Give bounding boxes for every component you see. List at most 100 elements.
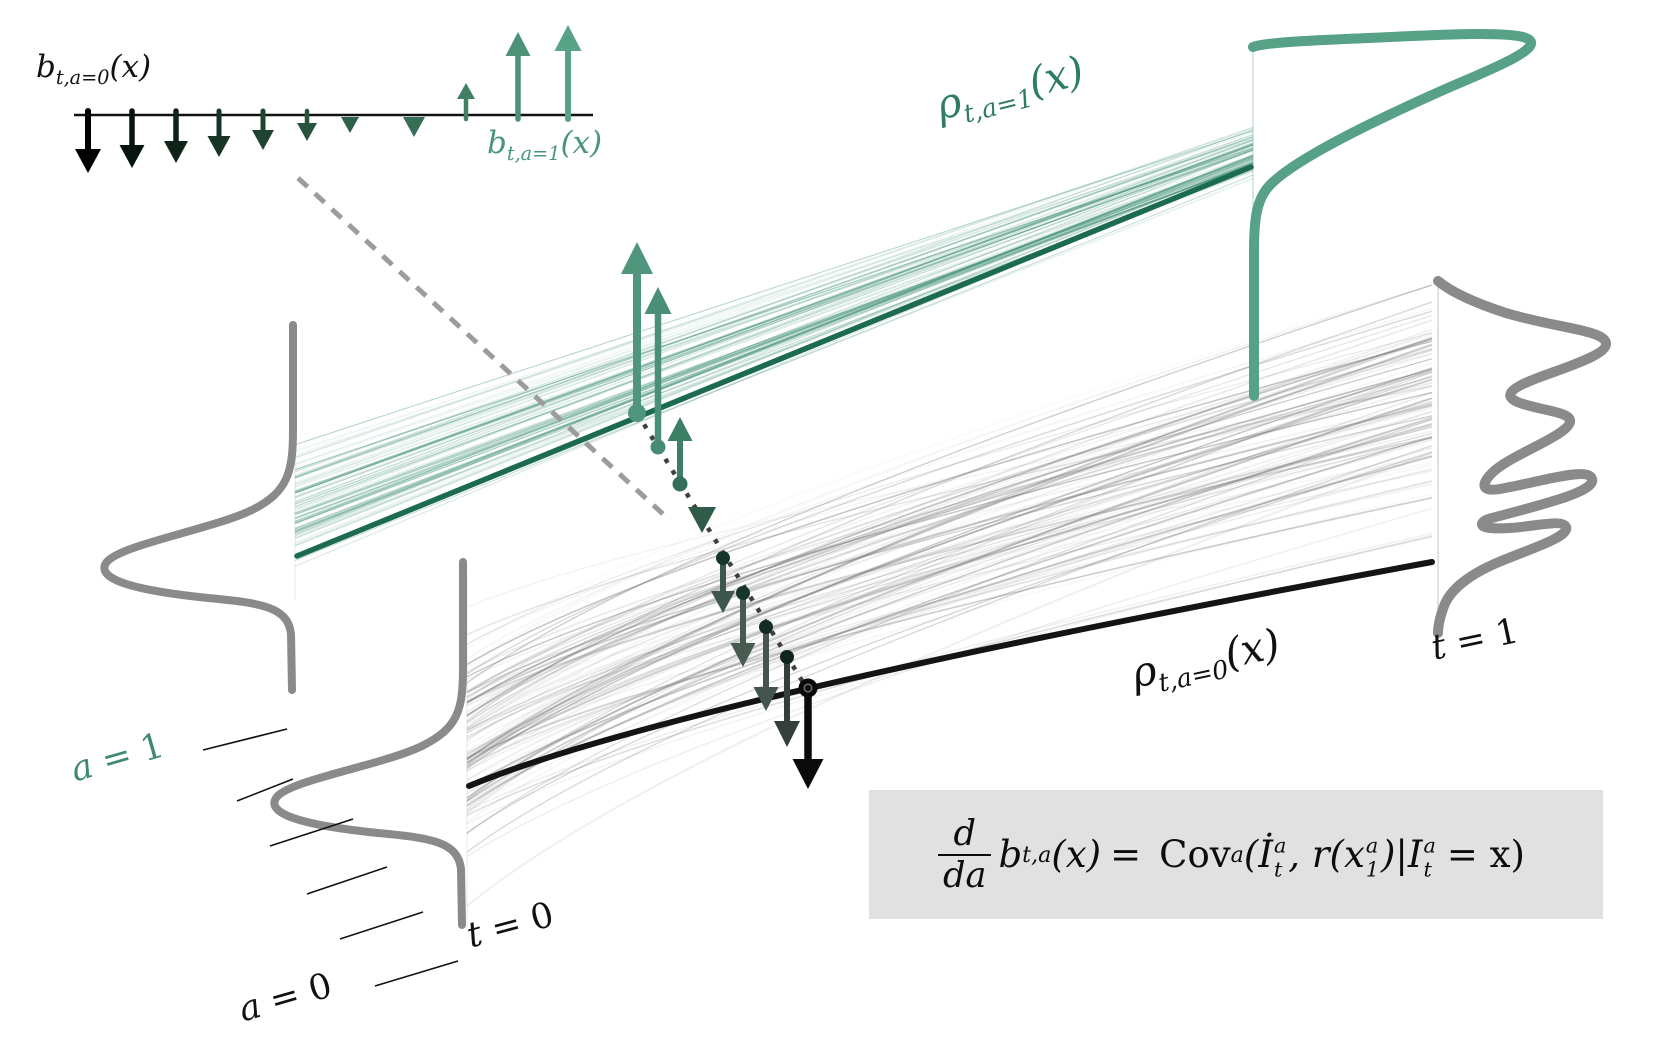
trajectory-line bbox=[294, 139, 1254, 486]
density-curve bbox=[100, 321, 297, 694]
trajectory-line bbox=[294, 143, 1254, 494]
a-axis-tick bbox=[374, 960, 459, 987]
trajectory-line bbox=[294, 149, 1254, 524]
trajectory-line bbox=[466, 432, 1433, 755]
trajectory-line bbox=[294, 161, 1254, 513]
trajectory-line bbox=[466, 310, 1433, 675]
trajectory-line bbox=[466, 399, 1433, 766]
trajectory-line bbox=[466, 401, 1433, 756]
vector-arrow-head bbox=[297, 123, 317, 141]
trajectory-line bbox=[466, 382, 1433, 673]
trajectory-line bbox=[466, 385, 1433, 729]
trajectory-line bbox=[294, 138, 1254, 452]
trajectory-line bbox=[294, 155, 1254, 534]
vector-arrow-head bbox=[119, 145, 145, 168]
vector-arrow-head bbox=[711, 591, 735, 613]
trajectory-line bbox=[466, 332, 1433, 645]
trajectory-line bbox=[294, 147, 1254, 476]
trajectory-line bbox=[466, 418, 1433, 764]
trajectory-line bbox=[294, 154, 1254, 492]
trajectory-line bbox=[294, 149, 1254, 494]
trajectory-line bbox=[466, 319, 1433, 729]
trajectory-line bbox=[466, 369, 1433, 698]
trajectory-line bbox=[466, 358, 1433, 704]
trajectory-line bbox=[294, 162, 1254, 530]
trajectory-line bbox=[466, 391, 1433, 678]
trajectory-line bbox=[466, 418, 1433, 834]
anchor-dot-ring bbox=[803, 683, 813, 693]
trajectory-line bbox=[466, 496, 1433, 761]
trajectory-line bbox=[294, 159, 1254, 530]
trajectory-line bbox=[294, 139, 1254, 503]
trajectory-line bbox=[466, 425, 1433, 760]
trajectory-line bbox=[294, 144, 1254, 509]
trajectory-line bbox=[466, 384, 1433, 636]
trajectory-line bbox=[294, 144, 1254, 479]
trajectory-line bbox=[294, 161, 1254, 547]
anchor-dot bbox=[759, 620, 773, 634]
vector-arrow-head bbox=[554, 25, 582, 51]
trajectory-line bbox=[466, 370, 1433, 717]
trajectory-line bbox=[466, 436, 1433, 704]
trajectory-line bbox=[466, 493, 1433, 781]
trajectory-line bbox=[294, 134, 1254, 484]
trajectory-line bbox=[466, 419, 1433, 793]
trajectory-line bbox=[294, 129, 1254, 477]
trajectory-line bbox=[466, 301, 1433, 722]
trajectory-line bbox=[466, 405, 1433, 698]
trajectory-line bbox=[294, 156, 1254, 522]
trajectory-line bbox=[294, 145, 1254, 497]
trajectory-line bbox=[294, 142, 1254, 499]
trajectory-line bbox=[466, 415, 1433, 693]
trajectory-line bbox=[466, 450, 1433, 812]
trajectory-line bbox=[466, 331, 1433, 743]
trajectory-line bbox=[466, 454, 1433, 694]
trajectory-line bbox=[466, 483, 1433, 754]
trajectory-line bbox=[466, 347, 1433, 694]
vector-arrow-head bbox=[621, 242, 653, 274]
trajectory-line bbox=[466, 410, 1433, 772]
trajectory-line bbox=[294, 164, 1254, 511]
trajectory-line bbox=[466, 468, 1433, 772]
trajectory-line bbox=[294, 164, 1254, 519]
trajectory-line bbox=[466, 352, 1433, 713]
a-axis-tick bbox=[306, 866, 388, 895]
trajectory-line bbox=[466, 480, 1433, 767]
trajectory-line bbox=[466, 404, 1433, 740]
trajectory-line bbox=[466, 369, 1433, 795]
trajectory-line bbox=[294, 154, 1254, 536]
trajectory-line bbox=[466, 362, 1433, 753]
vector-arrow-head bbox=[792, 759, 824, 789]
vector-arrow-head bbox=[730, 643, 756, 667]
trajectory-line bbox=[294, 134, 1254, 473]
trajectory-line bbox=[294, 161, 1254, 545]
a-axis-tick bbox=[236, 778, 294, 802]
trajectory-line bbox=[466, 284, 1433, 666]
inset-label-b-a0: bt,a=0(x) bbox=[36, 49, 152, 90]
anchor-dot bbox=[628, 404, 646, 422]
trajectory-line bbox=[466, 376, 1433, 692]
trajectory-line bbox=[294, 174, 1254, 561]
trajectory-line bbox=[294, 156, 1254, 520]
trajectory-line bbox=[294, 126, 1254, 473]
trajectory-line bbox=[466, 284, 1433, 684]
trajectory-line bbox=[466, 328, 1433, 757]
trajectory-line bbox=[466, 343, 1433, 761]
vector-arrow-head bbox=[341, 117, 359, 133]
trajectory-line bbox=[294, 142, 1254, 505]
trajectory-line bbox=[294, 157, 1254, 523]
vector-arrow-head bbox=[753, 687, 779, 711]
trajectory-line bbox=[466, 371, 1433, 801]
trajectory-line bbox=[466, 307, 1433, 660]
trajectory-line bbox=[294, 130, 1254, 446]
trajectory-line bbox=[466, 338, 1433, 693]
trajectory-line bbox=[294, 159, 1254, 520]
vector-arrow-head bbox=[457, 83, 475, 99]
trajectory-line bbox=[294, 154, 1254, 533]
trajectory-line bbox=[466, 414, 1433, 824]
density-curve bbox=[270, 558, 467, 929]
trajectory-line bbox=[294, 144, 1254, 510]
vector-arrow-head bbox=[505, 32, 531, 56]
